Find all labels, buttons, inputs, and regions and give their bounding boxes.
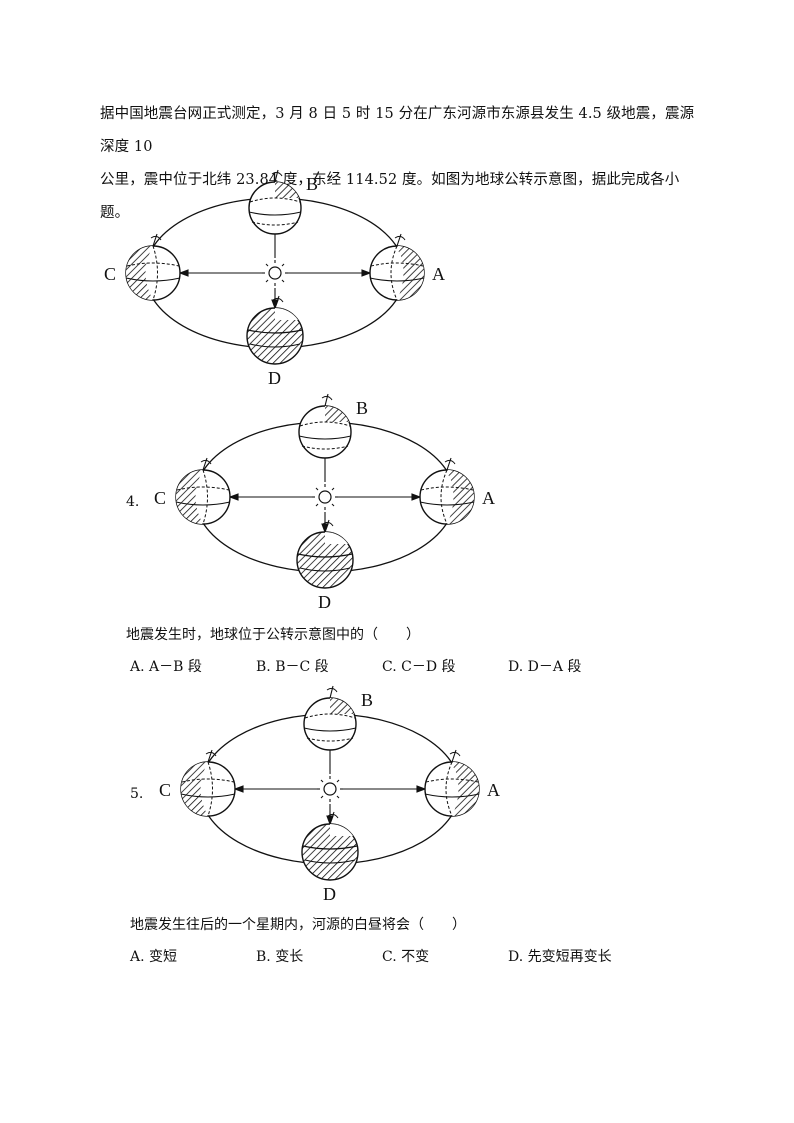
orbit-diagram-q5 — [155, 684, 515, 904]
question-5-stem: 地震发生往后的一个星期内，河源的白昼将会（ ） — [130, 917, 466, 933]
question-5-option-c[interactable]: C. 不变 — [382, 949, 430, 965]
question-4-option-b[interactable]: B. B－C 段 — [256, 659, 329, 675]
question-4-number: 4. — [126, 494, 140, 510]
intro-paragraph: 据中国地震台网正式测定，3 月 8 日 5 时 15 分在广东河源市东源县发生 … — [100, 98, 700, 230]
intro-line-1: 据中国地震台网正式测定，3 月 8 日 5 时 15 分在广东河源市东源县发生 … — [100, 106, 695, 155]
question-4-option-d[interactable]: D. D－A 段 — [508, 659, 582, 675]
question-4-stem: 地震发生时，地球位于公转示意图中的（ ） — [126, 627, 420, 643]
question-4-option-c[interactable]: C. C－D 段 — [382, 659, 456, 675]
orbit-diagram-q4 — [150, 392, 510, 612]
question-4-option-a[interactable]: A. A－B 段 — [130, 659, 202, 675]
question-5-number: 5. — [130, 786, 144, 802]
orbit-diagram-main — [100, 168, 460, 388]
question-5-option-b[interactable]: B. 变长 — [256, 949, 304, 965]
question-5-option-d[interactable]: D. 先变短再变长 — [508, 949, 612, 965]
question-5-option-a[interactable]: A. 变短 — [130, 949, 178, 965]
intro-line-2: 公里，震中位于北纬 23.84 度，东经 114.52 度。如图为地球公转示意图… — [100, 172, 680, 221]
